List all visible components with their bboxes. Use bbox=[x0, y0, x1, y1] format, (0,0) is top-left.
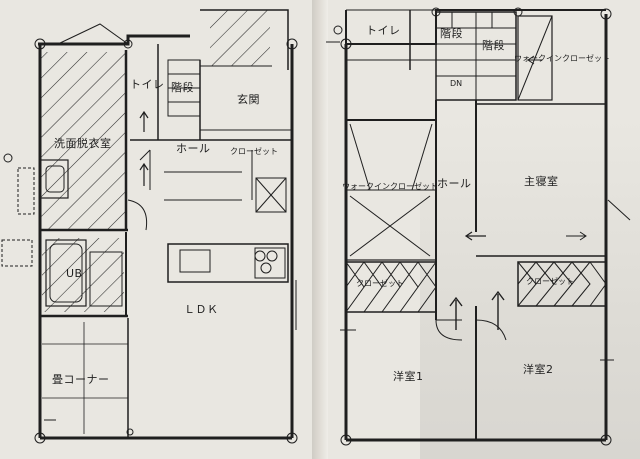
label-f1-toilet: トイレ bbox=[130, 78, 165, 91]
label-f2-toilet: トイレ bbox=[366, 24, 401, 37]
label-f2-stairs-a: 階段 bbox=[440, 27, 463, 40]
label-f2-western2: 洋室2 bbox=[523, 363, 554, 376]
label-f1-stairs: 階段 bbox=[171, 81, 194, 94]
label-f2-western1: 洋室1 bbox=[393, 370, 424, 383]
label-f1-ldk: ＬＤＫ bbox=[184, 303, 219, 316]
entrance-hatch bbox=[210, 10, 270, 66]
shadow-area bbox=[420, 120, 640, 459]
label-f2-stairs-dn: DN bbox=[450, 79, 463, 88]
label-f1-washroom: 洗面脱衣室 bbox=[54, 137, 112, 150]
label-f2-walkin-top: ウォークインクローゼット bbox=[514, 54, 610, 63]
label-f1-tatami: 畳コーナー bbox=[52, 373, 110, 386]
label-f1-entrance: 玄関 bbox=[237, 93, 260, 106]
page-fold bbox=[312, 0, 328, 459]
label-f1-unit-bath: UB bbox=[66, 267, 83, 280]
label-f2-closet-right: クローゼット bbox=[526, 277, 574, 286]
label-f2-closet-left: クローゼット bbox=[356, 279, 404, 288]
label-f2-stairs-b: 階段 bbox=[482, 39, 505, 52]
ub-hatch bbox=[42, 238, 124, 312]
label-f2-walkin-left: ウォークインクローゼット bbox=[342, 182, 438, 191]
label-f2-master: 主寝室 bbox=[524, 175, 559, 188]
floor2-plan bbox=[326, 7, 631, 446]
label-f1-closet: クローゼット bbox=[230, 147, 278, 156]
label-f1-hall: ホール bbox=[176, 142, 211, 155]
floor1-plan bbox=[1, 9, 298, 444]
label-f2-hall: ホール bbox=[437, 177, 472, 190]
washroom-hatch bbox=[40, 52, 126, 230]
